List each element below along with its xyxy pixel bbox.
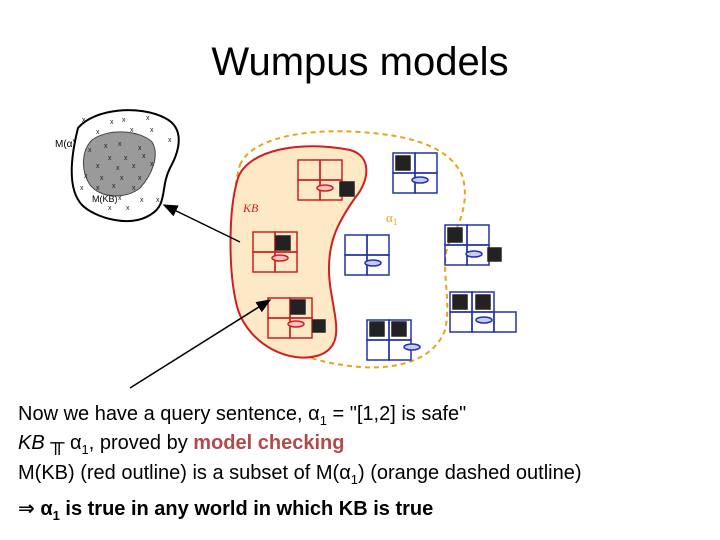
kb-models-label: M(KB) [92, 194, 118, 204]
model-mark: x [132, 163, 136, 170]
kb-grid-2 [252, 231, 298, 273]
model-mark: x [132, 185, 136, 192]
model-mark: x [150, 161, 154, 168]
outside-grid-2 [449, 291, 517, 333]
alpha-label: α1 [386, 210, 397, 227]
text-line-conclusion: ⇒ α1 is true in any world in which KB is… [18, 498, 434, 523]
text-line-query: Now we have a query sentence, α1 = "[1,2… [18, 403, 467, 428]
model-mark: x [168, 137, 172, 144]
model-mark: x [116, 165, 120, 172]
model-mark: x [118, 195, 122, 202]
kb-grid-1 [297, 159, 355, 201]
model-mark: x [118, 141, 122, 148]
model-mark: x [104, 143, 108, 150]
model-mark: x [96, 129, 100, 136]
model-mark: x [156, 197, 160, 204]
model-mark: x [138, 175, 142, 182]
model-mark: x [108, 155, 112, 162]
model-mark: x [122, 117, 126, 124]
model-mark: x [100, 175, 104, 182]
model-mark: x [82, 117, 86, 124]
model-checking-term: model checking [193, 432, 345, 454]
model-mark: x [84, 173, 88, 180]
outside-grid-1 [444, 224, 502, 266]
arrow-kb-to-blob [162, 204, 241, 243]
kb-label: KB [242, 201, 259, 215]
model-mark: x [112, 183, 116, 190]
model-mark: x [80, 185, 84, 192]
text-line-subset: M(KB) (red outline) is a subset of M(α1)… [18, 462, 582, 487]
model-mark: x [146, 115, 150, 122]
alpha-grid-3 [366, 319, 421, 361]
model-mark: x [96, 185, 100, 192]
model-mark: x [88, 147, 92, 154]
model-mark: x [142, 153, 146, 160]
model-mark: x [126, 205, 130, 212]
alpha-grid-1 [392, 152, 438, 194]
arrow-pointer [129, 299, 272, 389]
model-mark: x [138, 145, 142, 152]
model-mark: x [108, 205, 112, 212]
text-line-entails: KB ╥ α1, proved by model checking [18, 432, 345, 457]
model-mark: x [96, 163, 100, 170]
models-label: M(α) [55, 139, 76, 150]
model-mark: x [140, 197, 144, 204]
alpha-outline [231, 130, 466, 369]
model-mark: x [120, 175, 124, 182]
slide-title: Wumpus models [211, 40, 509, 84]
model-mark: x [124, 155, 128, 162]
model-mark: x [150, 127, 154, 134]
model-mark: x [110, 119, 114, 126]
kb-models-blob [83, 131, 156, 197]
model-mark: x [130, 127, 134, 134]
alpha-grid-2 [344, 234, 390, 276]
